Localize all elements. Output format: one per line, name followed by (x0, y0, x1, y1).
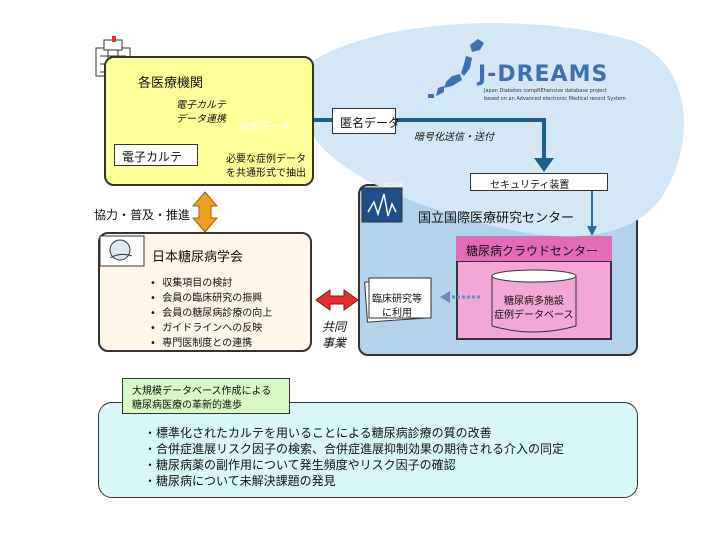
document-stack-icon (364, 277, 432, 323)
clinical-use-label-1: 臨床研究等 (372, 294, 422, 305)
list-item: • 会員の臨床研究の振興 (150, 293, 263, 304)
list-item: • ガイドラインへの反映 (150, 323, 263, 334)
security-device-box (470, 173, 608, 191)
hospital-title: 各医療機関 (138, 76, 204, 91)
security-to-cloud-arrowhead (587, 226, 597, 236)
extract-note-2: を共通形式で抽出 (226, 168, 306, 179)
emr-system-box (114, 144, 198, 166)
benefit-item-4: ・糖尿病について未解決課題の発見 (144, 474, 336, 488)
extract-note-1: 必要な症例データ (226, 154, 306, 165)
jdreams-logo: J-DREAMS (478, 62, 609, 87)
joint-project-arrow (315, 289, 359, 311)
joint-project-label-2: 事業 (322, 336, 347, 350)
cooperation-label: 協力・普及・推進 (94, 208, 191, 222)
ncgm-logo-text: NCGM (384, 182, 403, 189)
case-data-label: 症例データ (240, 122, 290, 133)
cloud-db-cylinder (491, 269, 577, 333)
benefit-item-2: ・合併症進展リスク因子の検索、合併症進展抑制効果の期待される介入の同定 (144, 442, 565, 456)
jds-society-logo (99, 235, 145, 267)
cloud-db-label-1: 糖尿病多施設 (504, 296, 564, 307)
cloud-db-label-2: 症例データベース (494, 310, 574, 321)
japan-map-icon (428, 39, 484, 98)
list-item: • 専門医制度との連携 (150, 338, 253, 349)
benefit-item-1: ・標準化されたカルテを用いることによる糖尿病診療の質の改善 (144, 426, 492, 440)
ncgm-logo (361, 187, 403, 223)
innovation-label-2: 糖尿病医療の革新的進歩 (132, 400, 242, 411)
innovation-label-1: 大規模データベース作成による (132, 386, 272, 397)
cloud-center-title: 糖尿病クラウドセンター (466, 244, 599, 258)
list-item: • 会員の糖尿病診療の向上 (150, 308, 273, 319)
joint-project-label-1: 共同 (322, 320, 347, 334)
jds-title: 日本糖尿病学会 (152, 250, 244, 265)
list-item: • 収集項目の検討 (150, 278, 233, 289)
cooperation-arrow (191, 191, 219, 233)
innovation-label-box (122, 378, 290, 414)
jdreams-tagline-2: based on an Advanced electronic Medical … (484, 96, 626, 102)
benefit-item-3: ・糖尿病薬の副作用について発生頻度やリスク因子の確認 (144, 458, 456, 472)
jdreams-tagline-1: Japan Diabetes compREhensive database pr… (484, 88, 607, 94)
db-to-clinical-arrowhead (440, 291, 450, 303)
anonymous-data-label: 匿名データ (340, 116, 401, 130)
ncgm-title: 国立国際医療研究センター (418, 211, 575, 226)
security-device-label: セキュリティ装置 (490, 180, 570, 191)
emr-link-label-1: 電子カルテ (176, 100, 226, 111)
emr-link-label-2: データ連携 (176, 114, 226, 125)
data-flow-arrowhead (534, 158, 554, 172)
emr-system-label: 電子カルテ (122, 150, 183, 164)
data-flow-arrow (314, 118, 546, 160)
anonymous-data-box (332, 108, 396, 134)
encrypted-transfer-label: 暗号化送信・送付 (414, 132, 494, 143)
benefits-panel (98, 402, 638, 498)
clinical-use-label-2: に利用 (382, 308, 412, 319)
